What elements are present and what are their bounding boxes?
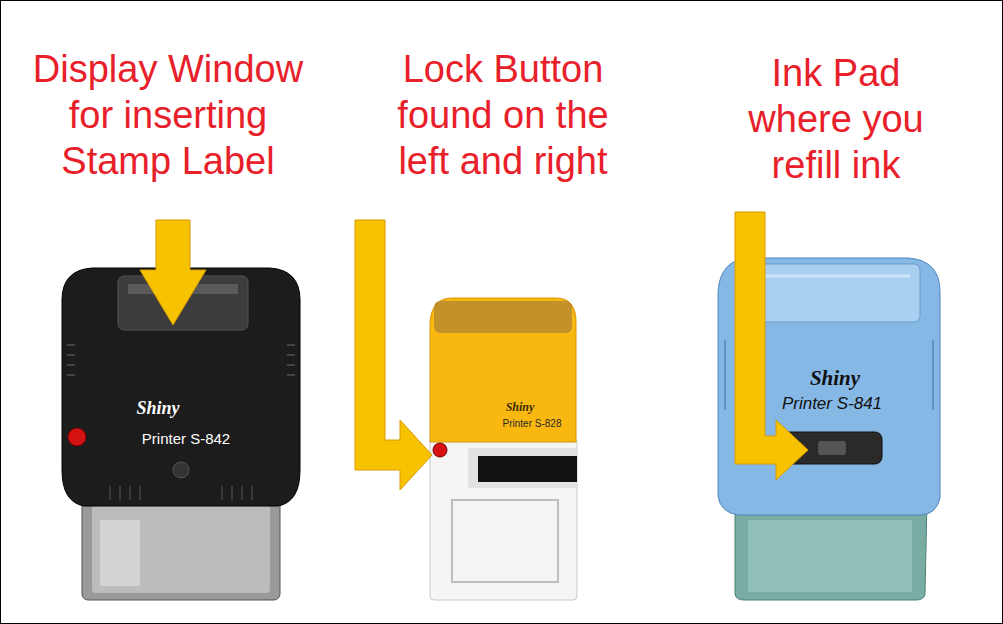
brand-logo: Shiny bbox=[480, 400, 560, 414]
model-name: Printer S-842 bbox=[101, 430, 271, 448]
callout-arrow bbox=[355, 220, 432, 490]
base-highlight bbox=[100, 520, 140, 586]
window-highlight bbox=[750, 275, 910, 278]
lock-button bbox=[68, 428, 86, 446]
stamp-base bbox=[430, 438, 577, 600]
base-window bbox=[748, 520, 912, 592]
lock-button bbox=[433, 443, 447, 457]
brand-logo: Shiny bbox=[765, 366, 905, 390]
callout-arrow bbox=[140, 220, 206, 325]
callout-text: Ink Pad where you refill ink bbox=[726, 50, 946, 188]
callout-text: Display Window for inserting Stamp Label bbox=[18, 46, 318, 184]
display-window bbox=[740, 264, 920, 322]
black-stamp bbox=[62, 268, 300, 600]
side-grill bbox=[67, 345, 295, 375]
model-name: Printer S-828 bbox=[482, 418, 582, 430]
brand-logo: Shiny bbox=[98, 398, 218, 418]
model-name: Printer S-841 bbox=[742, 394, 922, 414]
yellow-stamp bbox=[430, 298, 577, 600]
ink-strip bbox=[478, 456, 577, 482]
display-window bbox=[434, 301, 572, 333]
stamp-base bbox=[82, 492, 280, 600]
base-window bbox=[92, 505, 270, 593]
callout-arrow bbox=[735, 212, 808, 480]
callout-text: Lock Button found on the left and right bbox=[378, 46, 628, 184]
strip-frame bbox=[468, 448, 577, 488]
vent bbox=[110, 486, 252, 500]
ink-pad bbox=[818, 441, 846, 455]
ink-knob bbox=[173, 462, 189, 478]
base-opening bbox=[452, 500, 558, 582]
